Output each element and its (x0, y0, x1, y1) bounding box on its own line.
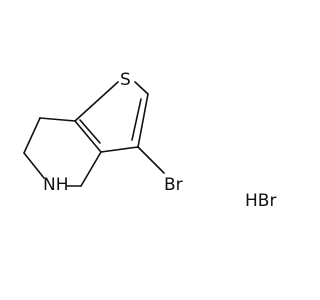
bond-ch2a-ch2b (23, 117, 41, 154)
bromine-atom-label: Br (164, 175, 183, 195)
counterion-label: HBr (245, 191, 276, 211)
bond-ch2c-c5 (80, 151, 102, 187)
bond-c2-ch2a (39, 117, 76, 122)
bond-s-c3 (134, 81, 149, 95)
bond-c5-c2 (74, 120, 102, 153)
bond-s-c2 (74, 81, 119, 122)
bond-c5-c2-inner (79, 119, 101, 144)
molecule-diagram: S Br NH HBr (23, 70, 276, 211)
bond-c4-c5 (100, 146, 139, 153)
bond-c3-c4 (137, 93, 149, 148)
sulfur-atom-label: S (120, 70, 131, 90)
bond-c3-c4-inner (131, 98, 142, 141)
nitrogen-atom-label: NH (43, 175, 69, 195)
bond-ch2b-n (23, 152, 45, 179)
bond-c4-br (137, 146, 165, 174)
